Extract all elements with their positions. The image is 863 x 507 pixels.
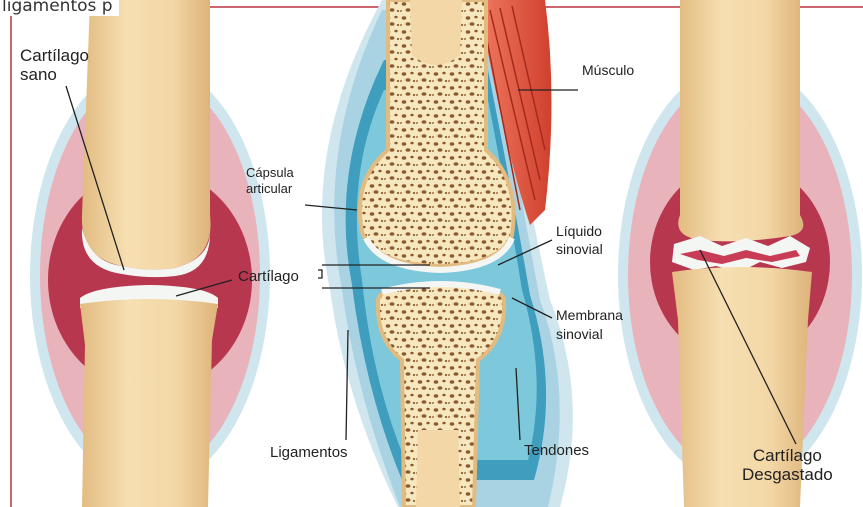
tibia-medullary-canal <box>416 430 460 507</box>
label-tendones: Tendones <box>524 442 589 459</box>
worn-joint <box>618 0 862 507</box>
worn-femur <box>678 0 803 241</box>
cross-section-joint <box>322 0 573 507</box>
leader-cartilago-bracket <box>318 270 322 278</box>
label-liquido-sinovial: Líquido sinovial <box>556 222 603 258</box>
label-membrana-sinovial: Membrana sinovial <box>556 306 623 344</box>
label-musculo: Músculo <box>582 62 634 79</box>
label-cartilago-desgastado: Cartílago Desgastado <box>742 446 833 484</box>
label-cartilago-sano: Cartílago sano <box>20 46 89 84</box>
caption-fragment: ligamentos p <box>0 0 119 16</box>
healthy-tibia <box>80 299 218 507</box>
label-ligamentos: Ligamentos <box>270 444 348 461</box>
label-capsula-articular: Cápsula articular <box>246 165 294 197</box>
femur-medullary-canal <box>410 0 462 65</box>
healthy-femur <box>82 0 211 270</box>
label-cartilago: Cartílago <box>238 268 299 285</box>
